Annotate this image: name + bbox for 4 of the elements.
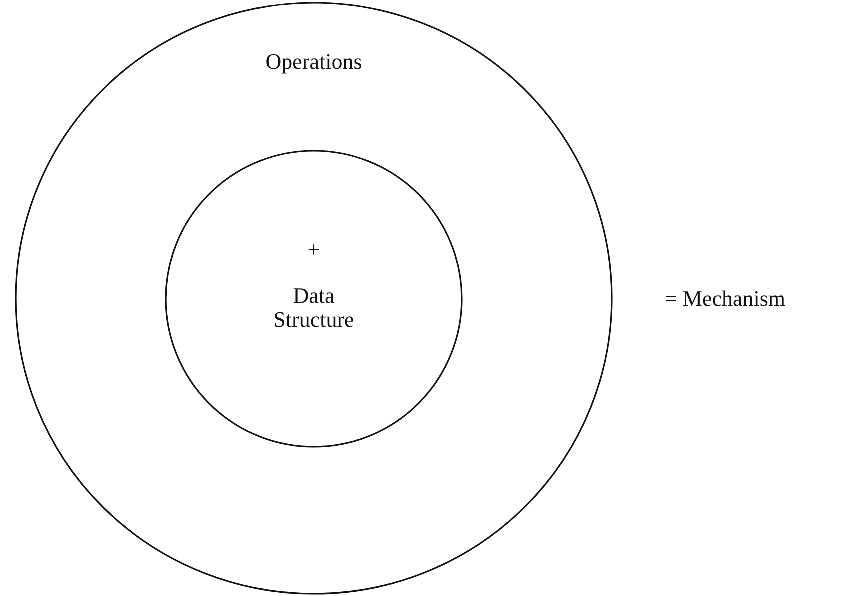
equation-label: = Mechanism: [665, 286, 786, 312]
node-label: Operations: [264, 50, 364, 74]
plus-sign: +: [306, 238, 322, 262]
node-label: Data Structure: [272, 284, 356, 333]
